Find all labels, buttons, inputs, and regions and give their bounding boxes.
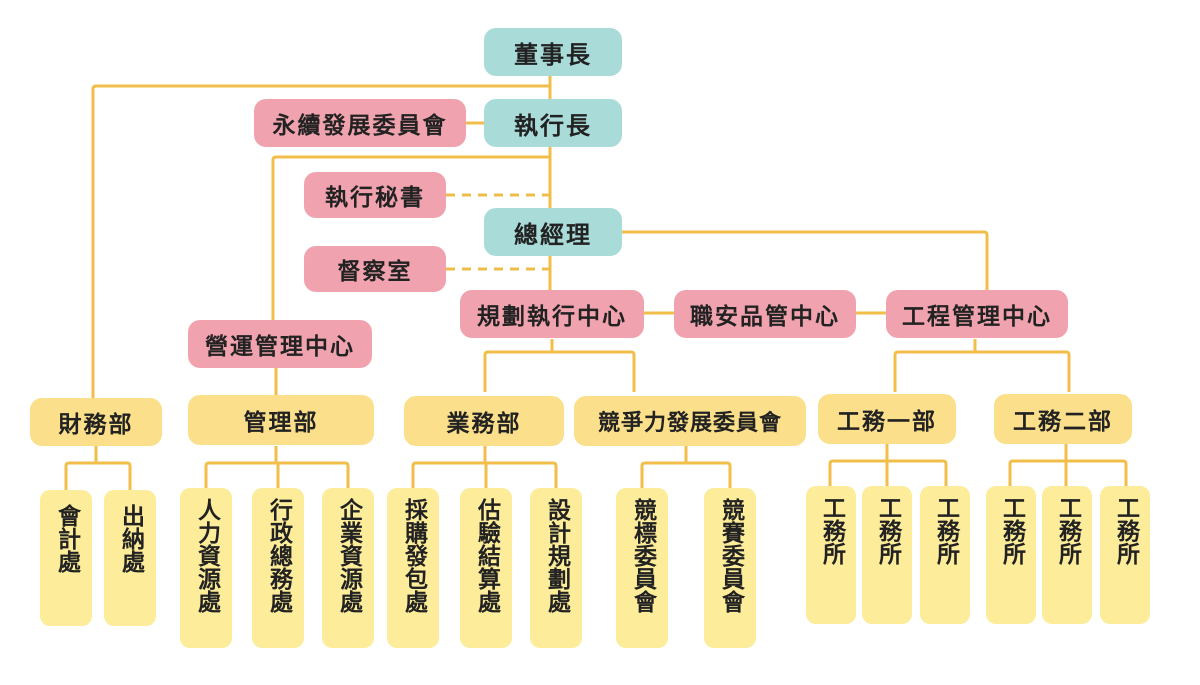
bidding-committee-box: 競標委員會 <box>616 488 668 648</box>
works2-site-office-2-label: 工務所 <box>1054 496 1081 565</box>
finance-branch <box>91 84 550 400</box>
business-dept-box: 業務部 <box>404 396 564 446</box>
finance-unit-links <box>64 446 132 490</box>
competition-committee-box: 競賽委員會 <box>704 488 756 648</box>
operations-center-box: 營運管理中心 <box>188 320 372 368</box>
operations-center-label: 營運管理中心 <box>205 334 355 360</box>
procurement-unit-label: 採購發包處 <box>400 498 427 613</box>
works2-site-office-3-label: 工務所 <box>1112 496 1139 565</box>
competitiveness-committee-label: 競爭力發展委員會 <box>597 411 782 436</box>
works1-site-office-3: 工務所 <box>920 486 970 624</box>
chairman-label: 董事長 <box>514 40 592 69</box>
bidding-committee-label: 競標委員會 <box>629 498 656 613</box>
works2-site-office-2: 工務所 <box>1042 486 1092 624</box>
valuation-unit-label: 估驗結算處 <box>473 498 500 613</box>
competitiveness-committee-box: 競爭力發展委員會 <box>574 396 806 446</box>
hr-unit-box: 人力資源處 <box>180 488 232 648</box>
admin-unit-label: 行政總務處 <box>265 498 292 613</box>
business-dept-label: 業務部 <box>446 411 522 437</box>
general-manager-box: 總經理 <box>484 208 622 256</box>
engineering-center-box: 工程管理中心 <box>886 290 1068 338</box>
works1-dept-box: 工務一部 <box>818 394 956 444</box>
hr-unit-label: 人力資源處 <box>193 498 220 613</box>
safety-quality-center-box: 職安品管中心 <box>674 290 856 338</box>
chairman-box: 董事長 <box>484 28 622 76</box>
safety-quality-center-label: 職安品管中心 <box>690 304 840 330</box>
cashier-unit-box: 出納處 <box>104 490 156 626</box>
works1-dept-label: 工務一部 <box>837 409 937 435</box>
engineering-to-works <box>893 339 1071 392</box>
competition-committee-label: 競賽委員會 <box>717 498 744 613</box>
finance-dept-label: 財務部 <box>58 412 134 438</box>
operations-branch <box>271 155 550 320</box>
executive-secretary-label: 執行秘書 <box>325 185 425 211</box>
planning-center-box: 規劃執行中心 <box>460 290 644 338</box>
business-unit-links <box>411 446 558 488</box>
works2-unit-links <box>1008 443 1128 486</box>
engineering-branch <box>622 230 989 290</box>
works1-unit-links <box>828 443 948 486</box>
works1-site-office-2: 工務所 <box>862 486 912 624</box>
enterprise-resources-unit-box: 企業資源處 <box>322 488 374 648</box>
ceo-box: 執行長 <box>484 99 622 147</box>
works1-site-office-1-label: 工務所 <box>818 496 845 565</box>
procurement-unit-box: 採購發包處 <box>387 488 439 648</box>
management-unit-links <box>204 446 350 488</box>
sustainability-committee-label: 永續發展委員會 <box>272 113 448 139</box>
audit-office-box: 督察室 <box>304 246 446 292</box>
works1-site-office-1: 工務所 <box>806 486 856 624</box>
works2-site-office-1-label: 工務所 <box>998 496 1025 565</box>
engineering-center-label: 工程管理中心 <box>902 304 1052 330</box>
valuation-unit-box: 估驗結算處 <box>460 488 512 648</box>
general-manager-label: 總經理 <box>514 220 592 249</box>
management-dept-box: 管理部 <box>188 395 374 445</box>
works1-site-office-2-label: 工務所 <box>874 496 901 565</box>
works2-site-office-3: 工務所 <box>1100 486 1150 624</box>
competitiveness-unit-links <box>640 446 732 488</box>
audit-office-label: 督察室 <box>337 259 413 285</box>
design-planning-unit-label: 設計規劃處 <box>543 498 570 613</box>
accounting-unit-label: 會計處 <box>53 504 80 573</box>
works2-dept-label: 工務二部 <box>1013 409 1113 435</box>
sustainability-committee-box: 永續發展委員會 <box>254 99 466 147</box>
planning-center-label: 規劃執行中心 <box>477 304 627 330</box>
accounting-unit-box: 會計處 <box>40 490 92 626</box>
admin-unit-box: 行政總務處 <box>252 488 304 648</box>
executive-secretary-box: 執行秘書 <box>304 172 446 218</box>
works2-dept-box: 工務二部 <box>994 394 1132 444</box>
enterprise-resources-unit-label: 企業資源處 <box>335 498 362 613</box>
design-planning-unit-box: 設計規劃處 <box>530 488 582 648</box>
works1-site-office-3-label: 工務所 <box>932 496 959 565</box>
cashier-unit-label: 出納處 <box>117 504 144 573</box>
planning-to-depts <box>483 339 636 392</box>
management-dept-label: 管理部 <box>243 410 319 436</box>
ceo-label: 執行長 <box>514 111 592 140</box>
finance-dept-box: 財務部 <box>30 398 162 446</box>
works2-site-office-1: 工務所 <box>986 486 1036 624</box>
